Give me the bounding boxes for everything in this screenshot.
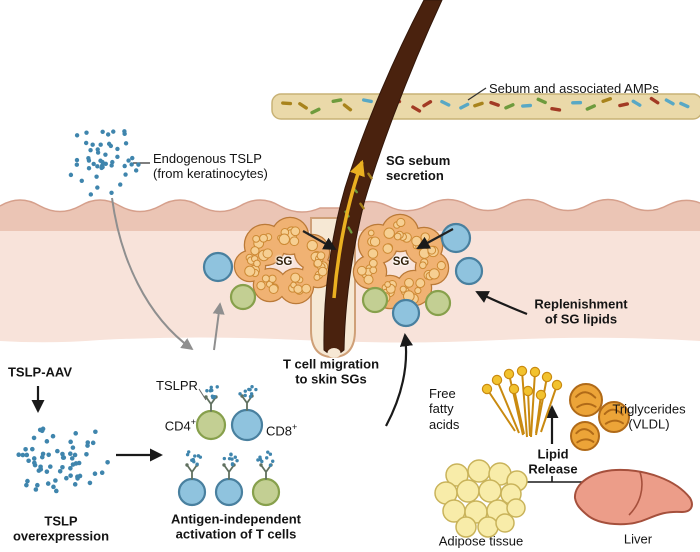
tslpr-to-gland-arrow [212, 302, 225, 351]
t-cell-green [229, 283, 257, 311]
t-cell-blue [202, 251, 234, 283]
t-cell-blue [440, 222, 472, 254]
sg-right-label: SG [392, 256, 410, 269]
tslp-aav-label: TSLP-AAV [7, 364, 73, 380]
activated-t-cell-green [251, 477, 281, 507]
free-fatty-acid-icons [481, 365, 563, 438]
t-cell-green [361, 286, 389, 314]
skin-surface-line [0, 198, 700, 213]
cd8-label: CD8+ [266, 422, 298, 439]
replenishment-arrow [475, 291, 528, 316]
endogenous-tslp-arrow [111, 197, 194, 351]
endogenous-tslp-dots [68, 129, 141, 197]
sebum-label-pointer [467, 87, 487, 101]
triglycerides-label: Triglycerides(VLDL) [612, 401, 686, 432]
sebum-amp-strip [271, 93, 700, 120]
liver-label: Liver [623, 531, 653, 547]
tslp-binding-dots [185, 385, 275, 467]
triglyceride-icons [569, 383, 630, 451]
gland-secretion-arrow-right [416, 228, 454, 249]
t-cell-green [424, 289, 452, 317]
sg-left-label: SG [275, 256, 293, 269]
endogenous-tslp-label: Endogenous TSLP(from keratinocytes) [153, 151, 268, 182]
sebaceous-gland-right [352, 213, 450, 310]
tslpr-receptor-icons [184, 388, 274, 480]
tslp-overexpression-dots [16, 426, 110, 494]
t-cell-blue [391, 298, 421, 328]
hair-shaft [323, 0, 443, 358]
adipose-tissue-shape [434, 459, 528, 538]
sebaceous-gland-left [233, 216, 335, 305]
cd4-t-cell [195, 409, 227, 441]
adipose-tissue-label: Adipose tissue [438, 533, 524, 549]
liver-shape [573, 468, 693, 526]
t-cells [177, 222, 484, 507]
gland-secretion-arrow-left [302, 230, 337, 250]
amp-rod-icons [281, 96, 690, 115]
migration-arrow [385, 333, 413, 427]
cd8-t-cell [230, 408, 264, 442]
sebum-amps-label: Sebum and associated AMPs [489, 81, 659, 96]
activated-t-cell-blue [177, 477, 207, 507]
t-cell-blue [454, 256, 484, 286]
activated-t-cell-blue [214, 477, 244, 507]
sebum-flow-arrow [332, 159, 365, 299]
tslpr-label: TSLPR [156, 378, 198, 393]
tslpr-pointer-line [198, 388, 207, 401]
cd4-label: CD4+ [164, 417, 196, 434]
dermal-papilla [327, 348, 341, 358]
